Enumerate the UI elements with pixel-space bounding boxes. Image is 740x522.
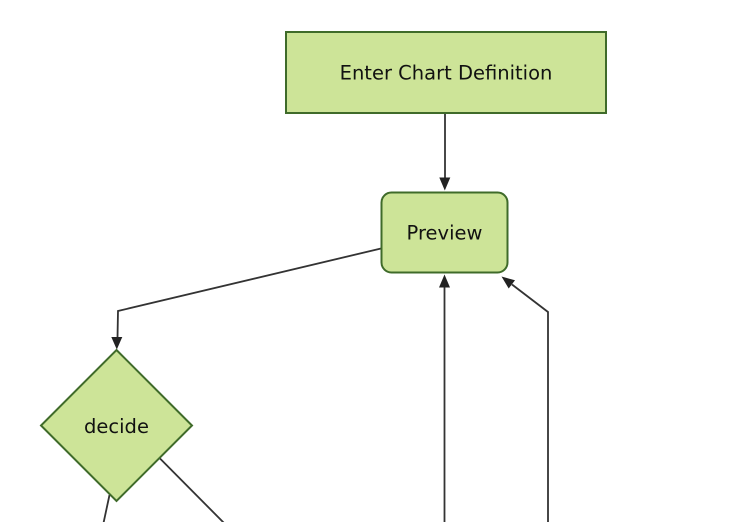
- arrowhead-bottom-to-preview: [439, 274, 450, 288]
- node-decide: [39, 348, 194, 503]
- arrowhead-bottomright-to-preview: [501, 276, 515, 289]
- node-decide-label: decide: [84, 415, 149, 438]
- edge-decide-to-bottom: [102, 494, 111, 522]
- node-enter-chart-definition: [285, 31, 607, 114]
- arrowhead-enter-to-preview: [439, 177, 451, 191]
- arrowhead-preview-to-decide: [111, 337, 123, 350]
- edge-preview-to-decide: [116, 247, 382, 339]
- node-enter-chart-definition-label: Enter Chart Definition: [340, 62, 553, 85]
- node-preview: [380, 191, 509, 274]
- node-preview-label: Preview: [407, 222, 483, 245]
- edge-decide-to-bottomright: [159, 457, 225, 522]
- edge-layer: [102, 114, 549, 522]
- node-layer: Enter Chart Definition Preview decide: [39, 31, 607, 503]
- edge-bottomright-to-preview: [511, 283, 549, 522]
